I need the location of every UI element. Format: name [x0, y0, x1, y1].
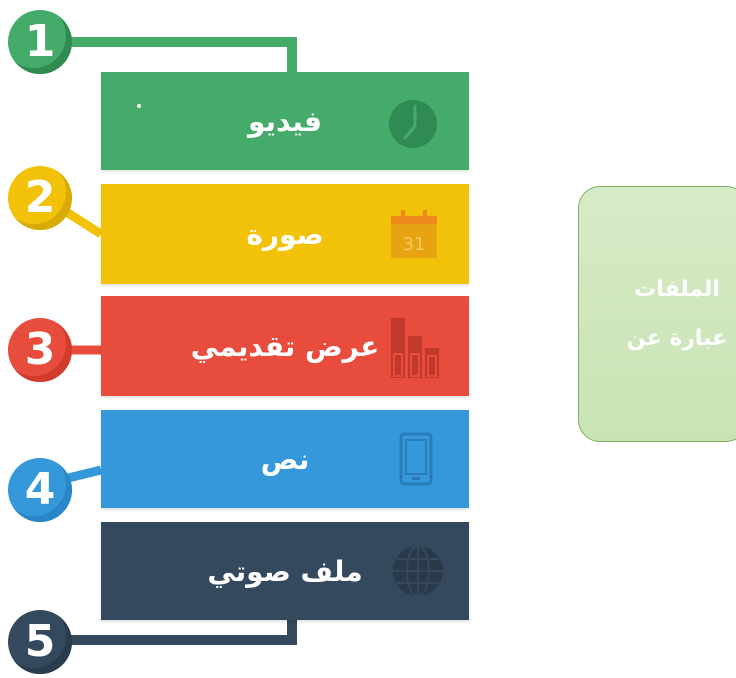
band-audio: ملف صوتي: [101, 522, 469, 620]
badge-number-4: 4: [24, 464, 56, 515]
badge-3: 3: [8, 318, 72, 382]
calendar-icon-text: 31: [403, 234, 426, 255]
badge-1: 1: [8, 10, 72, 74]
title-line-1: الملفات: [634, 277, 720, 302]
decor-dot: [137, 104, 141, 108]
band-label-presentation: عرض تقديمي: [190, 329, 380, 363]
band-label-text: نص: [260, 442, 310, 476]
badge-5: 5: [8, 610, 72, 674]
bar-chart-icon: [389, 318, 441, 382]
band-label-image: صورة: [246, 217, 324, 251]
connector-5: [60, 618, 297, 645]
badge-number-3: 3: [24, 324, 56, 375]
band-text: نص: [101, 410, 469, 508]
connector-1: [60, 37, 297, 72]
band-presentation: عرض تقديمي: [101, 296, 469, 396]
calendar-icon: 31: [389, 208, 439, 264]
title-line-2: عبارة عن: [626, 326, 728, 351]
globe-icon: [391, 544, 445, 602]
badge-number-2: 2: [24, 172, 56, 223]
badge-number-1: 1: [24, 16, 56, 67]
title-box: الملفات عبارة عن: [578, 186, 736, 442]
badge-number-5: 5: [24, 616, 56, 667]
tablet-icon: [399, 432, 433, 490]
band-image: صورة 31: [101, 184, 469, 284]
badge-2: 2: [8, 166, 72, 230]
band-video: فيديو: [101, 72, 469, 170]
badge-4: 4: [8, 458, 72, 522]
clock-icon: [387, 98, 439, 154]
band-label-audio: ملف صوتي: [207, 554, 363, 588]
band-label-video: فيديو: [247, 104, 322, 138]
